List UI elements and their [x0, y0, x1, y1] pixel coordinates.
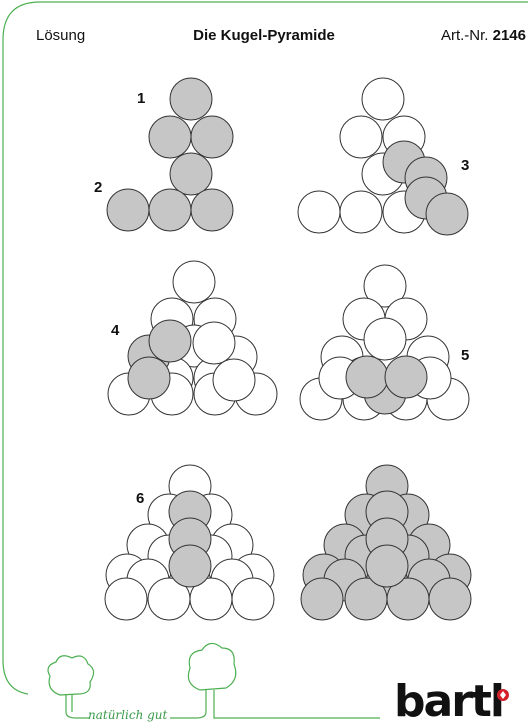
tree-left-icon — [47, 655, 95, 719]
step-1-2-ball-7 — [190, 188, 234, 232]
step-4-ball-13 — [192, 321, 236, 365]
step-label-4: 4 — [111, 322, 120, 339]
brand-mark-icon — [497, 689, 509, 701]
step-final-ball-19 — [365, 544, 409, 588]
step-1-2-ball-6 — [148, 188, 192, 232]
step-5-ball-16 — [345, 355, 389, 399]
step-5-ball-4 — [363, 317, 407, 361]
step-1-2-ball-5 — [106, 188, 150, 232]
step-6-ball-16 — [231, 577, 275, 621]
brand-logo: bartl — [394, 676, 505, 727]
article-prefix: Art.-Nr. — [440, 27, 489, 44]
step-label-2: 2 — [94, 179, 103, 196]
step-label-6: 6 — [136, 490, 145, 507]
step-5-ball-17 — [384, 355, 428, 399]
step-1-2-ball-1 — [169, 77, 213, 121]
step-final-ball-13 — [300, 577, 344, 621]
step-3-ball-6 — [339, 190, 383, 234]
step-6-ball-13 — [104, 577, 148, 621]
tree-right-icon — [170, 642, 380, 719]
solution-label: Lösung — [36, 27, 86, 44]
article-number: Art.-Nr. 2146 — [441, 27, 526, 45]
step-1-2-ball-4 — [169, 152, 213, 196]
step-label-3: 3 — [461, 157, 470, 174]
page-title: Die Kugel-Pyramide — [193, 27, 335, 44]
step-4-ball-17 — [127, 356, 171, 400]
step-3-ball-1 — [361, 77, 405, 121]
step-label-1: 1 — [137, 90, 146, 107]
step-3-ball-11 — [425, 192, 469, 236]
step-4-ball-16 — [148, 319, 192, 363]
step-1-2-ball-2 — [148, 115, 192, 159]
step-3-ball-5 — [297, 190, 341, 234]
article-number-value: 2146 — [492, 27, 526, 44]
step-label-5: 5 — [461, 347, 470, 364]
step-1-2-ball-3 — [190, 115, 234, 159]
step-4-ball-14 — [212, 358, 256, 402]
step-3-ball-2 — [339, 115, 383, 159]
step-6-ball-19 — [168, 544, 212, 588]
step-final-ball-16 — [428, 577, 472, 621]
step-5-ball-1 — [363, 264, 407, 308]
step-4-ball-1 — [172, 260, 216, 304]
slogan-text: natürlich gut — [88, 708, 168, 722]
